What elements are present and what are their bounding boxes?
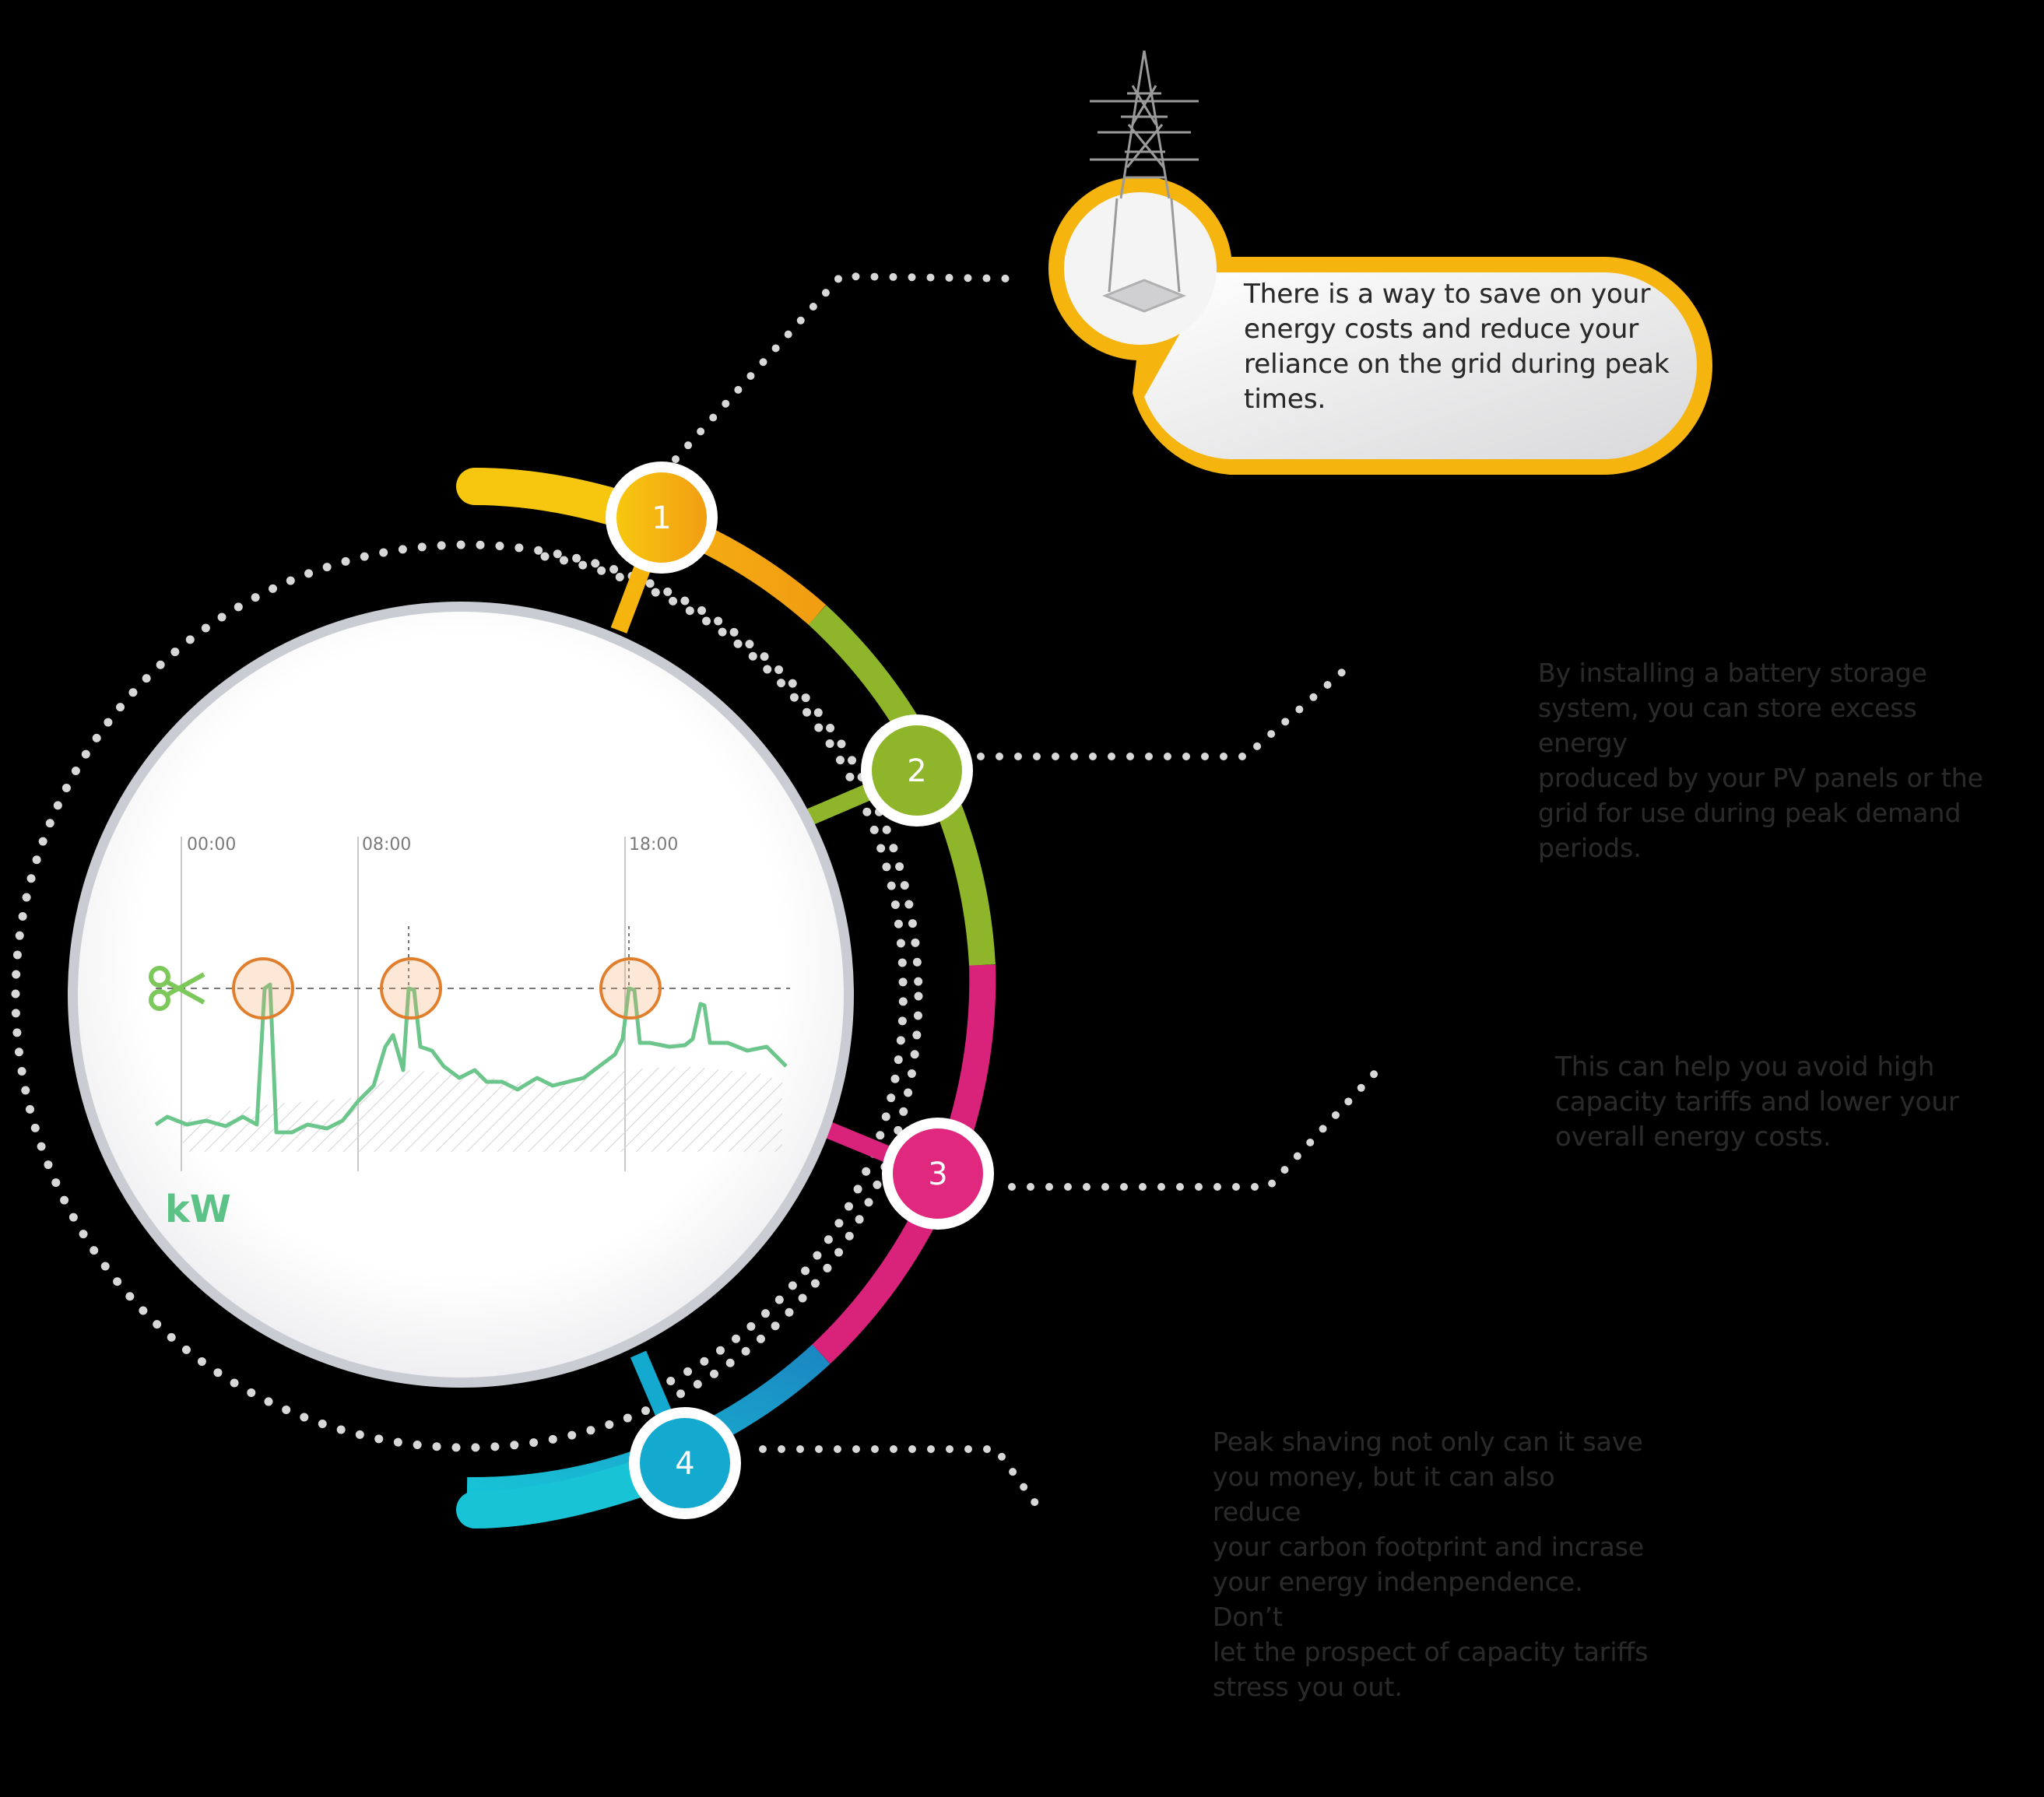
callout-1-text-html: There is a way to save on your energy co…	[1244, 279, 1670, 415]
transmission-tower-icon	[1090, 50, 1199, 313]
wall-battery-icon: WALL BATTERY	[0, 1782, 86, 1797]
inner-dotted-arc	[540, 552, 908, 1398]
connector-4	[759, 1445, 1047, 1518]
hatched-area	[183, 1066, 782, 1152]
load-chart: 00:00 08:00 18:00 kW	[68, 602, 854, 1388]
time-label-0800: 08:00	[362, 835, 411, 855]
callout-3-text-html: This can help you avoid high capacity ta…	[1555, 1051, 1959, 1153]
peak-circle-1	[232, 957, 294, 1020]
load-curve	[154, 982, 788, 1135]
peak-circle-2	[380, 957, 442, 1020]
peak-circle-3	[599, 957, 662, 1020]
peak-fill-1	[235, 960, 291, 1016]
arc-end-top	[456, 468, 641, 528]
outer-dotted-ring	[11, 540, 923, 1452]
badge-4: 4	[629, 1407, 741, 1519]
callout-3-text: This can help you avoid high capacity ta…	[1555, 1051, 1959, 1153]
callout-2-text: By installing a battery storage system, …	[1538, 658, 1983, 863]
peak-fill-3	[602, 960, 659, 1016]
connector-1	[672, 272, 1016, 463]
scissors-icon	[149, 966, 205, 1011]
peak-fill-2	[383, 960, 439, 1016]
connector-3	[1008, 1066, 1382, 1191]
badge-number-4: 4	[675, 1446, 694, 1482]
callout-1-text: There is a way to save on your energy co…	[1244, 279, 1670, 415]
badge-number-2: 2	[907, 753, 926, 789]
time-label-0000: 00:00	[187, 835, 236, 855]
connector-2	[977, 658, 1358, 760]
chart-circle-face	[78, 612, 844, 1378]
badge-3: 3	[882, 1118, 994, 1230]
badge-2: 2	[861, 714, 973, 827]
callout-2-text-html: By installing a battery storage system, …	[1538, 658, 1983, 863]
callout-4-text-html: Peak shaving not only can it save you mo…	[1213, 1427, 1649, 1702]
kw-label: kW	[165, 1188, 231, 1231]
callout-1	[1048, 177, 1712, 475]
callout-4-text: Peak shaving not only can it save you mo…	[1213, 1427, 1649, 1702]
wall-battery-label: WALL BATTERY	[0, 1785, 86, 1797]
time-label-1800: 18:00	[629, 835, 678, 855]
badge-number-3: 3	[928, 1156, 947, 1192]
arc-end-bottom	[456, 1460, 657, 1529]
badge-1: 1	[606, 462, 718, 574]
badge-number-1: 1	[651, 500, 671, 536]
